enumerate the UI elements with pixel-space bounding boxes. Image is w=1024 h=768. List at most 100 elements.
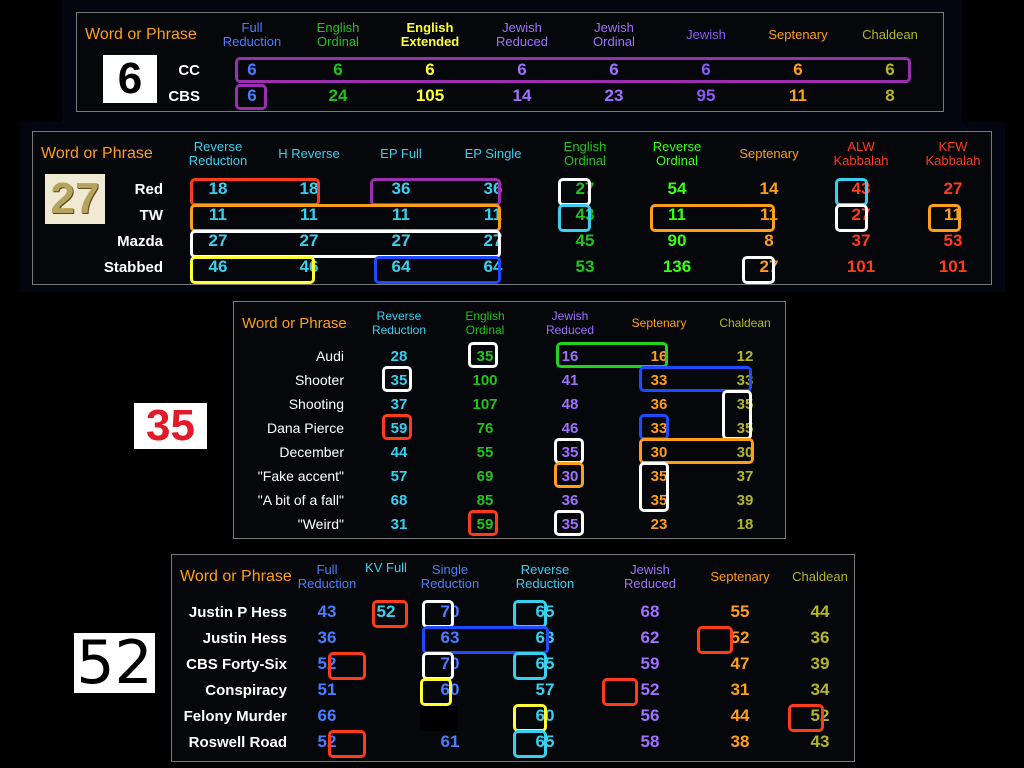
value-cell: 39 [810,654,830,673]
value-cell: 52 [376,602,396,621]
value-cell: 6 [885,60,895,79]
value-cell: 54 [667,179,687,198]
value-cell: 36 [650,395,668,413]
value-cell: 11 [300,205,318,224]
header-septenary: Septenary [768,27,828,42]
value-cell: 6 [609,60,619,79]
value-cell: 33 [650,371,668,389]
value-cell: 59 [640,654,660,673]
number-badge-27: 27 [45,174,105,224]
row-label: Justin P Hess [188,603,287,621]
value-cell: 11 [944,205,962,224]
value-cell: 52 [317,654,337,673]
value-cell: 23 [604,86,624,105]
header-septenary: Septenary [739,146,799,161]
value-cell: 35 [561,443,579,461]
value-cell: 36 [810,628,830,647]
row-label: Felony Murder [183,707,287,725]
header-ep-single: EP Single [464,146,522,161]
value-cell: 6 [247,86,257,105]
value-cell: 69 [476,467,494,485]
value-cell: 64 [483,257,503,276]
value-cell: 59 [476,515,494,533]
value-cell: 65 [535,732,555,751]
header-h-reverse: H Reverse [278,146,340,161]
value-cell: 76 [476,419,494,437]
value-cell: 18 [208,179,228,198]
value-cell: 70 [440,654,460,673]
value-cell: 46 [208,257,228,276]
value-cell: 6 [425,60,435,79]
row-label: Stabbed [103,258,163,276]
value-cell: 6 [333,60,343,79]
value-cell: 44 [390,443,408,461]
value-cell: 11 [392,205,410,224]
value-cell: 65 [535,654,555,673]
value-cell: 57 [535,680,555,699]
value-cell: 37 [736,467,754,485]
row-label: Roswell Road [188,733,287,751]
value-cell: 18 [736,515,754,533]
value-cell: 27 [851,205,871,224]
value-cell: 60 [440,680,460,699]
value-cell: 56 [640,706,660,725]
value-cell: 36 [391,179,411,198]
header-septenary: Septenary [710,569,770,584]
value-cell: 6 [793,60,803,79]
value-cell: 68 [390,491,408,509]
value-cell: 53 [943,231,963,250]
value-cell: 101 [938,257,968,276]
value-cell: 52 [317,732,337,751]
header-jewish: Jewish [686,27,726,42]
value-cell: 36 [561,491,579,509]
value-cell: 33 [650,419,668,437]
value-cell: 35 [650,467,668,485]
value-cell: 14 [512,86,532,105]
value-cell: 48 [561,395,579,413]
value-cell: 37 [851,231,871,250]
value-cell: 30 [736,443,754,461]
value-cell: 8 [885,86,895,105]
value-cell: 41 [561,371,579,389]
value-cell: 33 [736,371,754,389]
value-cell: 53 [575,257,595,276]
value-cell: 43 [810,732,830,751]
value-cell: 27 [575,179,595,198]
value-cell: 27 [483,231,503,250]
corner-label: Word or Phrase [180,568,292,585]
value-cell: 55 [476,443,494,461]
value-cell: 31 [730,680,750,699]
value-cell: 35 [736,419,754,437]
value-cell: 100 [472,371,498,389]
value-cell: 46 [299,257,319,276]
value-cell: 11 [760,205,778,224]
value-cell: 136 [662,257,692,276]
value-cell: 16 [650,347,668,365]
value-cell: 43 [575,205,595,224]
header-kv-full: KV Full [365,560,407,575]
value-cell: 27 [391,231,411,250]
row-label: "A bit of a fall" [257,492,344,508]
value-cell: 44 [810,602,830,621]
value-cell: 55 [730,602,750,621]
number-badge: 6 [103,54,157,103]
value-cell: 14 [759,179,779,198]
row-label: Shooter [294,372,344,388]
value-cell: 27 [759,257,779,276]
value-cell: 61 [440,732,460,751]
row-label: Red [134,180,163,198]
value-cell: 43 [851,179,871,198]
row-label: CBS [168,87,200,105]
value-cell: 35 [736,395,754,413]
value-cell: 52 [730,628,750,647]
value-cell: 63 [535,628,555,647]
